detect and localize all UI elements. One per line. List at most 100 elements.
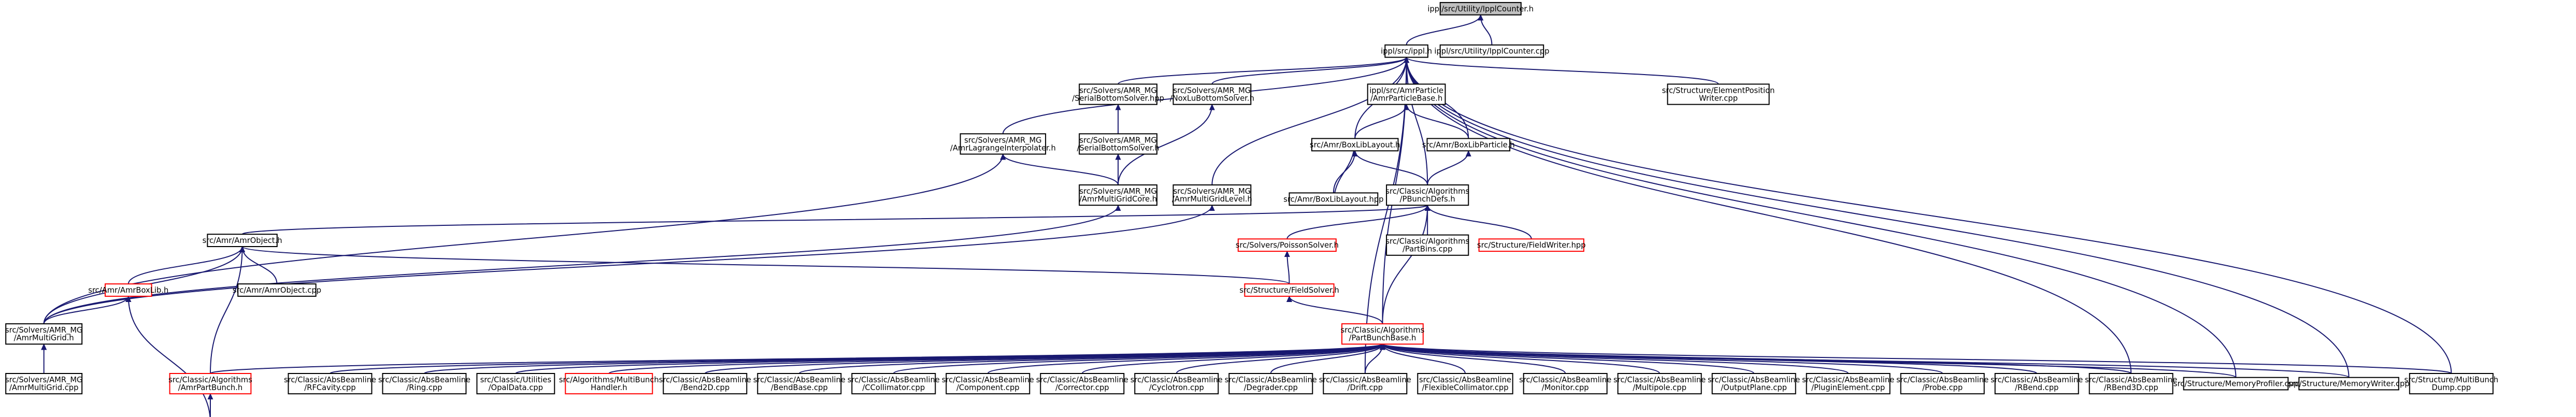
include-edge-fieldsolver_h-to-amrobject_h — [242, 247, 1290, 284]
node-box — [1439, 2, 1522, 16]
node-label: src/Amr/BoxLibLayout.h — [1310, 140, 1400, 149]
node-nlbs-h[interactable]: src/Solvers/AMR_MG/NoxLuBottomSolver.h — [1170, 83, 1254, 105]
node-label: ippl/src/AmrParticle — [1369, 87, 1443, 95]
node-label: src/Classic/AbsBeamline — [1802, 376, 1894, 384]
node-fieldwriter-hpp[interactable]: src/Structure/FieldWriter.hpp — [1477, 238, 1586, 252]
node-ippl-h[interactable]: ippl/src/ippl.h — [1381, 44, 1432, 58]
node-drift-cpp[interactable]: src/Classic/AbsBeamline/Drift.cpp — [1319, 373, 1411, 395]
node-cyclotron-cpp[interactable]: src/Classic/AbsBeamline/Cyclotron.cpp — [1130, 373, 1223, 395]
node-rbend3d-cpp[interactable]: src/Classic/AbsBeamline/RBend3D.cpp — [2085, 373, 2177, 395]
node-plugin-cpp[interactable]: src/Classic/AbsBeamline/PluginElement.cp… — [1802, 373, 1894, 395]
node-box — [288, 373, 373, 395]
node-box — [1172, 83, 1252, 105]
node-label: /OutputPlane.cpp — [1721, 383, 1787, 392]
node-label: src/Classic/AbsBeamline — [1991, 376, 2083, 384]
node-counter-cpp[interactable]: ippl/src/Utility/IpplCounter.cpp — [1434, 44, 1549, 58]
include-edge-boxlib_particle_h-to-apbase_h — [1407, 105, 1469, 139]
node-box — [2183, 377, 2289, 391]
node-label: src/Classic/AbsBeamline — [659, 376, 751, 384]
node-memwriter-cpp[interactable]: src/Structure/MemoryWriter.cpp — [2288, 377, 2410, 391]
node-fieldsolver-h[interactable]: src/Structure/FieldSolver.h — [1239, 283, 1339, 297]
node-opaldata-cpp[interactable]: src/Classic/Utilities/OpalData.cpp — [476, 373, 555, 395]
node-pbdefs-h[interactable]: src/Classic/Algorithms/PBunchDefs.h — [1385, 184, 1469, 206]
node-label: /OpalData.cpp — [489, 383, 543, 392]
node-mg-h[interactable]: src/Solvers/AMR_MG/AmrMultiGrid.h — [5, 323, 82, 345]
node-amrpartbunch-h[interactable]: src/Classic/Algorithms/AmrPartBunch.h — [168, 373, 252, 395]
include-edge-flexcoll_cpp-to-pbase_h — [1382, 344, 1466, 374]
include-edge-fieldwriter_hpp-to-pbdefs_h — [1427, 205, 1532, 239]
node-rfcavity-cpp[interactable]: src/Classic/AbsBeamline/RFCavity.cpp — [284, 373, 376, 395]
node-amrobject-h[interactable]: src/Amr/AmrObject.h — [203, 234, 282, 248]
node-box — [960, 133, 1047, 155]
node-label: ippl/src/Utility/IpplCounter.h — [1427, 5, 1534, 13]
node-label: /Degrader.cpp — [1244, 383, 1298, 392]
node-label: src/Classic/AbsBeamline — [1319, 376, 1411, 384]
node-partbins-cpp[interactable]: src/Classic/Algorithms/PartBins.cpp — [1385, 234, 1469, 256]
node-label: src/Solvers/AMR_MG — [5, 326, 82, 335]
node-box — [105, 283, 152, 297]
node-boxlib-layout-hpp[interactable]: src/Amr/BoxLibLayout.hpp — [1283, 192, 1383, 206]
node-label: ippl/src/Utility/IpplCounter.cpp — [1434, 47, 1549, 56]
include-edge-mg_h-to-lagr_h — [43, 154, 1003, 324]
include-edge-pbdefs_h-to-boxlib_particle_h — [1427, 151, 1468, 185]
node-label: src/Classic/Utilities — [480, 376, 551, 384]
node-label: src/Amr/BoxLibParticle.h — [1422, 140, 1515, 149]
node-box — [1244, 283, 1335, 297]
node-amrobject-cpp[interactable]: src/Amr/AmrObject.cpp — [233, 283, 321, 297]
node-label: src/Classic/AbsBeamline — [1036, 376, 1128, 384]
node-label: src/Structure/MemoryWriter.cpp — [2288, 380, 2409, 389]
node-root: ippl/src/Utility/IpplCounter.h — [1427, 2, 1534, 16]
node-ccoll-cpp[interactable]: src/Classic/AbsBeamline/CCollimator.cpp — [848, 373, 940, 395]
node-mg-cpp[interactable]: src/Solvers/AMR_MG/AmrMultiGrid.cpp — [5, 373, 82, 395]
node-apbase-h[interactable]: ippl/src/AmrParticle/AmrParticleBase.h — [1367, 83, 1446, 105]
include-edge-memwriter_cpp-to-pbase_h — [1382, 344, 2350, 378]
node-label: /AmrMultiGrid.h — [14, 334, 74, 342]
node-boxlib-particle-h[interactable]: src/Amr/BoxLibParticle.h — [1422, 138, 1515, 152]
node-label: src/Solvers/AMR_MG — [1079, 87, 1156, 95]
include-edge-memwriter_cpp-to-ippl_h — [1407, 57, 2350, 378]
node-label: /PBunchDefs.h — [1400, 195, 1455, 204]
node-rbend-cpp[interactable]: src/Classic/AbsBeamline/RBend.cpp — [1991, 373, 2083, 395]
node-pbase-h[interactable]: src/Classic/Algorithms/PartBunchBase.h — [1341, 323, 1425, 345]
node-bend2d-cpp[interactable]: src/Classic/AbsBeamline/Bend2D.cpp — [659, 373, 751, 395]
node-memprof-cpp[interactable]: src/Structure/MemoryProfiler.cpp — [2173, 377, 2298, 391]
include-edge-component_cpp-to-pbase_h — [987, 344, 1383, 374]
node-box — [1386, 234, 1469, 256]
node-amrboxlib-h[interactable]: src/Amr/AmrBoxLib.h — [88, 283, 168, 297]
node-probe-cpp[interactable]: src/Classic/AbsBeamline/Probe.cpp — [1896, 373, 1988, 395]
node-outputplane-cpp[interactable]: src/Classic/AbsBeamline/OutputPlane.cpp — [1708, 373, 1800, 395]
node-ring-cpp[interactable]: src/Classic/AbsBeamline/Ring.cpp — [378, 373, 470, 395]
node-bendbase-cpp[interactable]: src/Classic/AbsBeamline/BendBase.cpp — [753, 373, 846, 395]
node-label: /Ring.cpp — [406, 383, 442, 392]
node-component-cpp[interactable]: src/Classic/AbsBeamline/Component.cpp — [942, 373, 1034, 395]
node-sbs-h[interactable]: src/Solvers/AMR_MG/SerialBottomSolver.h — [1077, 133, 1160, 155]
include-edge-mbdump_cpp-to-pbase_h — [1382, 344, 2452, 374]
node-box — [1311, 138, 1399, 152]
node-degrader-cpp[interactable]: src/Classic/AbsBeamline/Degrader.cpp — [1225, 373, 1317, 395]
node-boxlib-layout-h[interactable]: src/Amr/BoxLibLayout.h — [1310, 138, 1400, 152]
node-mglevel-h[interactable]: src/Solvers/AMR_MG/AmrMultiGridLevel.h — [1172, 184, 1252, 206]
node-corrector-cpp[interactable]: src/Classic/AbsBeamline/Corrector.cpp — [1036, 373, 1128, 395]
node-box — [1341, 323, 1424, 345]
node-sbs-hpp[interactable]: src/Solvers/AMR_MG/SerialBottomSolver.hp… — [1072, 83, 1164, 105]
node-poisson-h[interactable]: src/Solvers/PoissonSolver.h — [1236, 238, 1339, 252]
node-label: src/Classic/Algorithms — [1385, 237, 1469, 246]
node-label: src/Classic/AbsBeamline — [753, 376, 846, 384]
node-label: src/Classic/AbsBeamline — [942, 376, 1034, 384]
node-label: src/Classic/AbsBeamline — [1419, 376, 1511, 384]
node-label: /AmrMultiGridCore.h — [1079, 195, 1157, 204]
node-lagr-h[interactable]: src/Solvers/AMR_MG/AmrLagrangeInterpolat… — [950, 133, 1056, 155]
node-multipole-cpp[interactable]: src/Classic/AbsBeamline/Multipole.cpp — [1613, 373, 1706, 395]
node-label: /NoxLuBottomSolver.h — [1170, 94, 1254, 103]
node-monitor-cpp[interactable]: src/Classic/AbsBeamline/Monitor.cpp — [1519, 373, 1611, 395]
include-edge-amrobject_cpp-to-amrobject_h — [242, 247, 278, 284]
node-label: /Cyclotron.cpp — [1149, 383, 1204, 392]
include-edge-counter_cpp-to-root — [1481, 15, 1493, 45]
node-label: /Probe.cpp — [1922, 383, 1963, 392]
node-box — [382, 373, 467, 395]
node-mgcore-h[interactable]: src/Solvers/AMR_MG/AmrMultiGridCore.h — [1079, 184, 1157, 206]
node-flexcoll-cpp[interactable]: src/Classic/AbsBeamline/FlexibleCollimat… — [1417, 373, 1513, 395]
